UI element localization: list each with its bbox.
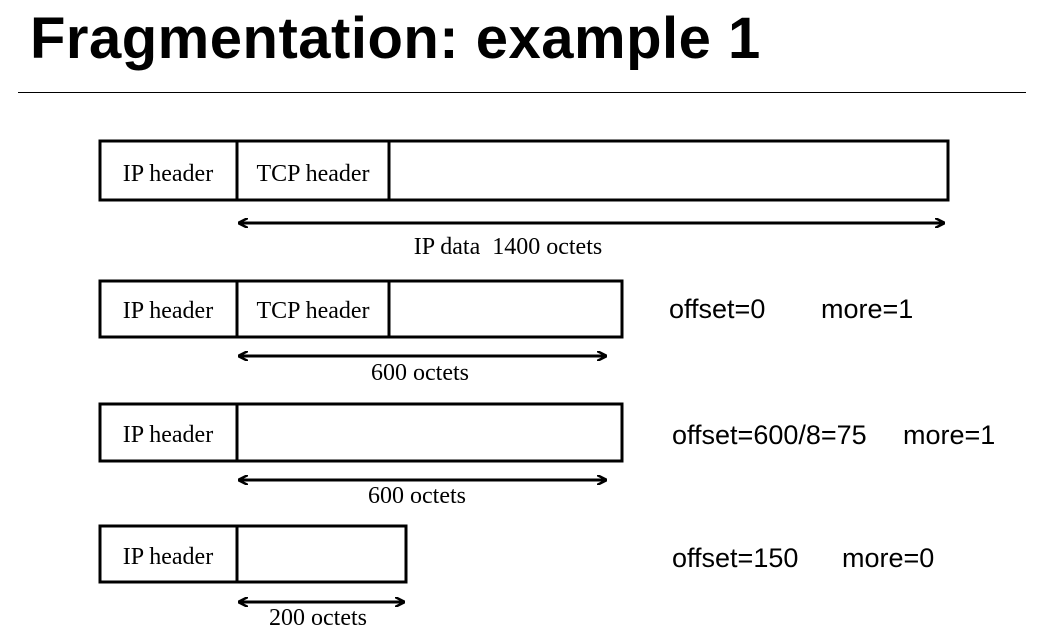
- fragment-1-size-label: 600 octets: [371, 360, 469, 386]
- fragment-2-offset-label: offset=600/8=75: [672, 420, 867, 450]
- fragment-2-ip-header-label: IP header: [123, 422, 213, 448]
- fragment-3: IP header 200 octets offset=150 more=0: [98, 524, 934, 631]
- fragment-3-more-flag-label: more=0: [842, 543, 934, 573]
- original-datagram: IP header TCP header IP data 1400 octets: [98, 139, 950, 260]
- fragment-3-box: [98, 524, 408, 584]
- fragment-2-size-label: 600 octets: [368, 483, 466, 509]
- original-tcp-header-label: TCP header: [256, 161, 369, 187]
- fragment-3-offset-label: offset=150: [672, 543, 798, 573]
- slide-title: Fragmentation: example 1: [30, 6, 761, 71]
- original-data-label: IP data 1400 octets: [414, 234, 602, 260]
- fragment-2-more-flag-label: more=1: [903, 420, 995, 450]
- fragment-3-size-label: 200 octets: [269, 605, 367, 631]
- fragment-1-more-flag-label: more=1: [821, 294, 913, 324]
- title-divider: [18, 92, 1026, 93]
- fragment-1-tcp-header-label: TCP header: [256, 298, 369, 324]
- fragment-1-offset-label: offset=0: [669, 294, 765, 324]
- fragment-1-box: [98, 279, 624, 339]
- fragment-2-box: [98, 402, 624, 463]
- fragment-1-ip-header-label: IP header: [123, 298, 213, 324]
- original-ip-header-label: IP header: [123, 161, 213, 187]
- original-packet-box: [98, 139, 950, 202]
- fragment-3-ip-header-label: IP header: [123, 544, 213, 570]
- fragment-1: IP header TCP header 600 octets offset=0…: [98, 279, 913, 386]
- fragment-2: IP header 600 octets offset=600/8=75 mor…: [98, 402, 995, 509]
